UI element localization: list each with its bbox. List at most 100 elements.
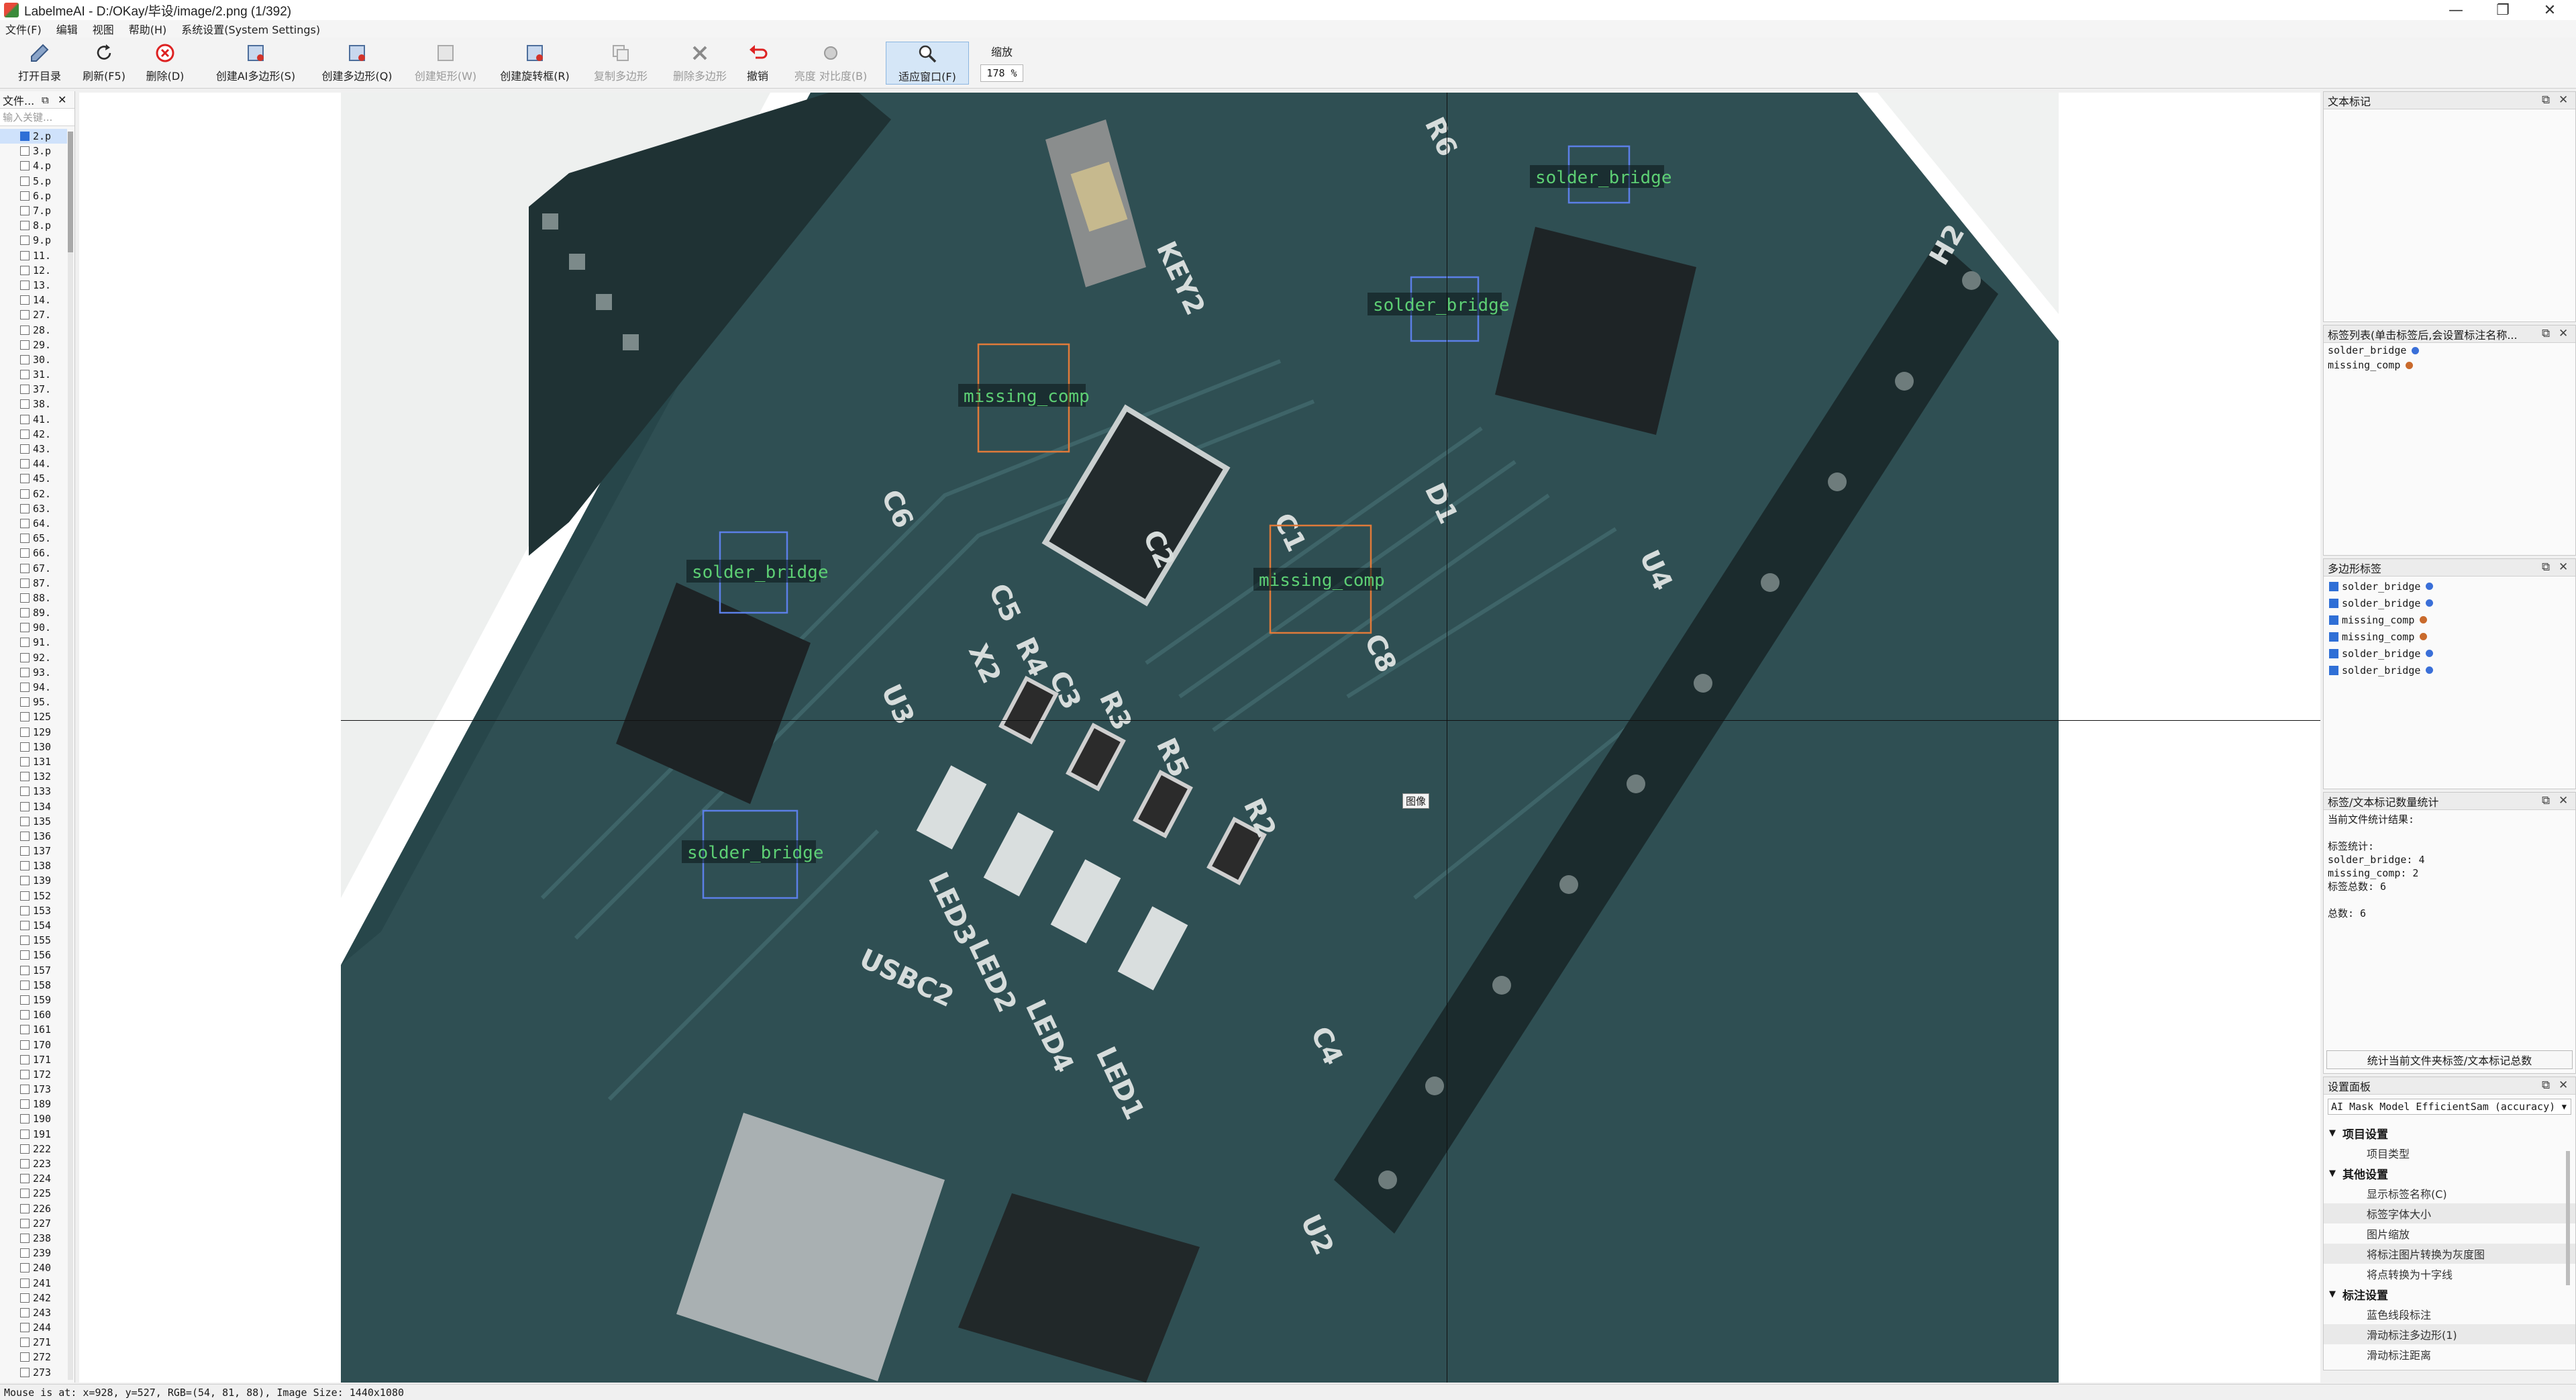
scrollbar-thumb[interactable]	[68, 132, 73, 252]
settings-item[interactable]: 图片缩放	[2367, 1228, 2410, 1241]
file-checkbox[interactable]	[20, 1099, 30, 1109]
file-checkbox[interactable]	[20, 370, 30, 380]
image-canvas[interactable]: KEY2 R6 H2 C6 C5 C2 C3 C8 U4 D1 X2 R4 R3…	[79, 93, 2320, 1383]
file-checkbox[interactable]	[20, 414, 30, 424]
file-checkbox[interactable]	[20, 518, 30, 528]
dock-float-icon[interactable]: ⧉	[2542, 327, 2551, 340]
file-checkbox[interactable]	[20, 712, 30, 722]
file-list-item[interactable]: 132	[0, 769, 67, 784]
file-list-item[interactable]: 88.	[0, 591, 67, 605]
file-list-item[interactable]: 225	[0, 1186, 67, 1201]
file-checkbox[interactable]	[20, 548, 30, 558]
file-list-item[interactable]: 137	[0, 844, 67, 858]
settings-item[interactable]: 蓝色线段标注	[2367, 1309, 2432, 1321]
file-list-item[interactable]: 226	[0, 1201, 67, 1216]
file-list-item[interactable]: 239	[0, 1246, 67, 1260]
file-list-item[interactable]: 241	[0, 1275, 67, 1290]
polygon-list-item[interactable]: solder_bridge	[2324, 595, 2575, 611]
file-checkbox[interactable]	[20, 250, 30, 260]
file-list-scrollbar[interactable]	[68, 132, 73, 1380]
file-list-item[interactable]: 45.	[0, 471, 67, 486]
file-checkbox[interactable]	[20, 638, 30, 648]
polygon-visible-checkbox[interactable]	[2329, 581, 2338, 591]
file-list-item[interactable]: 271	[0, 1335, 67, 1350]
file-list-item[interactable]: 3.p	[0, 144, 67, 158]
delete-file-button[interactable]: 删除(D)	[138, 42, 192, 85]
dock-float-icon[interactable]: ⧉	[2542, 1079, 2551, 1092]
file-list-item[interactable]: 189	[0, 1097, 67, 1111]
file-list-item[interactable]: 135	[0, 814, 67, 829]
file-list-item[interactable]: 129	[0, 725, 67, 740]
file-list-item[interactable]: 243	[0, 1305, 67, 1320]
dock-float-icon[interactable]: ⧉	[2542, 794, 2551, 807]
close-window-button[interactable]: ✕	[2543, 1, 2557, 19]
copy-polygon-button[interactable]: 复制多边形	[588, 42, 654, 85]
file-checkbox[interactable]	[20, 801, 30, 811]
file-list-item[interactable]: 161	[0, 1022, 67, 1037]
file-checkbox[interactable]	[20, 861, 30, 871]
file-list-item[interactable]: 139	[0, 873, 67, 888]
file-list-item[interactable]: 171	[0, 1052, 67, 1067]
file-list-item[interactable]: 37.	[0, 382, 67, 397]
file-list-item[interactable]: 125	[0, 709, 67, 724]
file-checkbox[interactable]	[20, 593, 30, 603]
file-list-item[interactable]: 28.	[0, 322, 67, 337]
file-list-item[interactable]: 66.	[0, 546, 67, 560]
polygon-visible-checkbox[interactable]	[2329, 615, 2338, 625]
file-list-item[interactable]: 63.	[0, 501, 67, 516]
settings-item[interactable]: 将点转换为十字线	[2367, 1268, 2453, 1281]
file-list-item[interactable]: 87.	[0, 576, 67, 591]
fit-window-button[interactable]: 适应窗口(F)	[886, 42, 969, 85]
file-checkbox[interactable]	[20, 683, 30, 693]
label-list-item[interactable]: solder_bridge	[2324, 343, 2575, 358]
undo-button[interactable]: 撤销	[742, 42, 773, 85]
file-checkbox[interactable]	[20, 1293, 30, 1303]
polygon-list-item[interactable]: missing_comp	[2324, 628, 2575, 645]
file-list-item[interactable]: 131	[0, 754, 67, 769]
file-checkbox[interactable]	[20, 756, 30, 766]
file-checkbox[interactable]	[20, 1338, 30, 1348]
file-checkbox[interactable]	[20, 1129, 30, 1139]
file-list-item[interactable]: 62.	[0, 487, 67, 501]
file-checkbox[interactable]	[20, 146, 30, 156]
file-checkbox[interactable]	[20, 459, 30, 469]
file-list-item[interactable]: 238	[0, 1231, 67, 1246]
file-checkbox[interactable]	[20, 295, 30, 305]
file-list-item[interactable]: 157	[0, 963, 67, 978]
file-checkbox[interactable]	[20, 236, 30, 246]
file-list-item[interactable]: 272	[0, 1350, 67, 1364]
polygon-visible-checkbox[interactable]	[2329, 665, 2338, 675]
file-list-item[interactable]: 64.	[0, 516, 67, 531]
settings-item[interactable]: 将标注图片转换为灰度图	[2324, 1244, 2575, 1264]
dock-float-icon[interactable]: ⧉	[2542, 560, 2551, 574]
file-list-item[interactable]: 138	[0, 858, 67, 873]
file-list-item[interactable]: 223	[0, 1156, 67, 1171]
file-list-item[interactable]: 38.	[0, 397, 67, 411]
file-list-item[interactable]: 2.p	[0, 129, 67, 144]
file-checkbox[interactable]	[20, 310, 30, 320]
file-checkbox[interactable]	[20, 1278, 30, 1288]
file-checkbox[interactable]	[20, 578, 30, 588]
file-list-item[interactable]: 154	[0, 918, 67, 933]
file-checkbox[interactable]	[20, 936, 30, 946]
file-checkbox[interactable]	[20, 787, 30, 797]
settings-item[interactable]: 标签字体大小	[2324, 1203, 2575, 1223]
file-list-item[interactable]: 9.p	[0, 233, 67, 248]
settings-tree[interactable]: ▼项目设置项目类型▼其他设置显示标签名称(C)标签字体大小图片缩放将标注图片转换…	[2324, 1123, 2575, 1364]
create-polygon-button[interactable]: 创建多边形(Q)	[315, 42, 399, 85]
file-checkbox[interactable]	[20, 206, 30, 216]
polygon-visible-checkbox[interactable]	[2329, 598, 2338, 608]
file-list-item[interactable]: 159	[0, 993, 67, 1007]
polygon-visible-checkbox[interactable]	[2329, 648, 2338, 658]
file-checkbox[interactable]	[20, 1307, 30, 1317]
file-list-item[interactable]: 133	[0, 784, 67, 799]
file-checkbox[interactable]	[20, 905, 30, 915]
file-checkbox[interactable]	[20, 1189, 30, 1199]
file-checkbox[interactable]	[20, 474, 30, 484]
file-list-item[interactable]: 89.	[0, 605, 67, 620]
file-checkbox[interactable]	[20, 742, 30, 752]
file-list-item[interactable]: 29.	[0, 338, 67, 352]
minimize-button[interactable]: —	[2449, 1, 2463, 19]
